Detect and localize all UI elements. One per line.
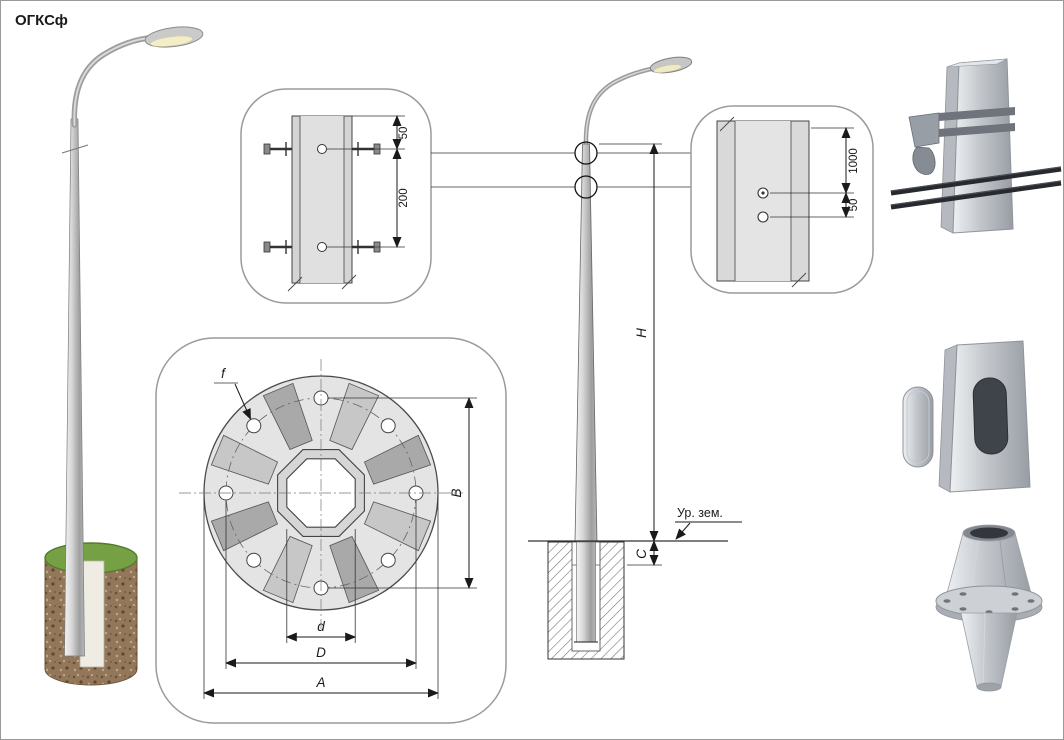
dim-label-H: H bbox=[634, 328, 649, 338]
wedge-clamp bbox=[912, 146, 936, 175]
foundation-section bbox=[547, 541, 625, 660]
dim-label-d: d bbox=[317, 619, 325, 634]
access-door-render bbox=[902, 340, 1031, 493]
lamp-head bbox=[144, 26, 204, 48]
door-cover-plate bbox=[902, 386, 934, 468]
band-clamp-upper bbox=[939, 107, 1015, 121]
base-shoe-render bbox=[935, 524, 1043, 692]
detail-callout-top: 50 200 bbox=[240, 88, 432, 304]
elevation-pole-shaft bbox=[574, 143, 598, 543]
lamp-arm bbox=[71, 34, 157, 128]
cable-rod-2 bbox=[890, 180, 1062, 210]
dim-label-f: f bbox=[221, 366, 226, 381]
band-clamp-lower bbox=[939, 123, 1015, 137]
pole-shaft bbox=[64, 118, 85, 657]
shoe-top-opening bbox=[970, 527, 1008, 539]
elevation-lamp-arm bbox=[583, 65, 659, 150]
pole-elevation: H C Ур. зем. bbox=[431, 56, 742, 660]
bolt-holes bbox=[218, 390, 424, 596]
cable-rod-1 bbox=[890, 166, 1062, 196]
pole-3d-render bbox=[44, 26, 204, 686]
lower-hole bbox=[757, 211, 769, 223]
dim-label-200: 200 bbox=[398, 188, 410, 207]
bracket-plate bbox=[908, 112, 940, 148]
dim-label-50-right: 50 bbox=[848, 199, 860, 212]
shoe-lower-sleeve bbox=[960, 612, 1018, 688]
pole-section-top bbox=[952, 58, 1014, 234]
gusset-ribs bbox=[210, 382, 432, 604]
dim-label-50-top: 50 bbox=[398, 127, 410, 140]
detail-callout-right: 1000 50 bbox=[690, 105, 874, 294]
door-opening bbox=[972, 377, 1009, 455]
dim-label-B: B bbox=[449, 488, 464, 497]
dim-label-C: C bbox=[634, 549, 649, 559]
ground-level-label: Ур. зем. bbox=[677, 506, 723, 520]
dim-label-A: A bbox=[315, 675, 325, 690]
dim-label-D: D bbox=[316, 645, 326, 660]
elevation-lamp-head bbox=[649, 56, 693, 74]
flange-callout: f B d D A bbox=[155, 337, 507, 724]
clamp-bracket-render bbox=[890, 58, 1062, 234]
drawing-title: ОГКСф bbox=[15, 12, 68, 29]
dim-label-1000: 1000 bbox=[848, 148, 860, 174]
